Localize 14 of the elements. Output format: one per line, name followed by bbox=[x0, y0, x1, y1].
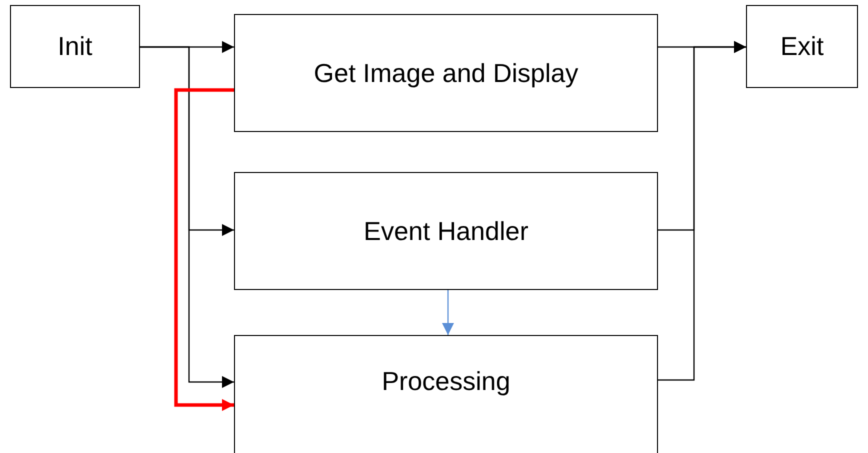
box-label: Get Image and Display bbox=[314, 58, 578, 88]
box-label: Exit bbox=[780, 31, 824, 62]
arrow bbox=[442, 290, 454, 335]
arrow bbox=[174, 88, 234, 411]
process-box bbox=[234, 172, 658, 290]
box-label: Init bbox=[58, 31, 92, 62]
box-label: Event Handler bbox=[364, 216, 528, 246]
process-box bbox=[746, 5, 858, 88]
arrow bbox=[140, 46, 234, 388]
process-box bbox=[10, 5, 140, 88]
process-box bbox=[234, 14, 658, 132]
arrow bbox=[658, 41, 746, 381]
process-box bbox=[234, 335, 658, 453]
box-label: Processing bbox=[382, 366, 510, 397]
